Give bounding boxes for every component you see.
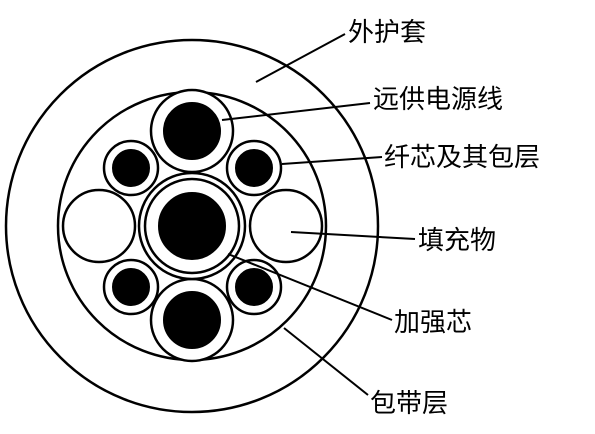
power-wire-top [149,88,235,174]
label-power-wire: 远供电源线 [373,85,503,115]
leader-fiber-core [281,156,383,165]
fiber-core-lower-right [225,258,283,316]
label-outer-sheath: 外护套 [348,18,426,48]
label-binding-tape: 包带层 [370,389,448,419]
leader-binding-tape [283,327,369,396]
fiber-core-lower-left [102,258,160,316]
strength-member [137,171,247,281]
filler-left [61,188,137,264]
leader-filler [290,231,416,240]
fiber-core-upper-left [102,139,160,197]
label-strength-member: 加强芯 [394,308,472,338]
fiber-core-upper-right [225,139,283,197]
leader-power-wire [221,102,371,121]
power-wire-bottom [149,277,235,363]
label-fiber-core: 纤芯及其包层 [384,143,540,173]
leader-strength-member [227,253,393,321]
filler-right [248,188,324,264]
label-filler: 填充物 [418,226,496,256]
leader-outer-sheath [255,33,346,83]
